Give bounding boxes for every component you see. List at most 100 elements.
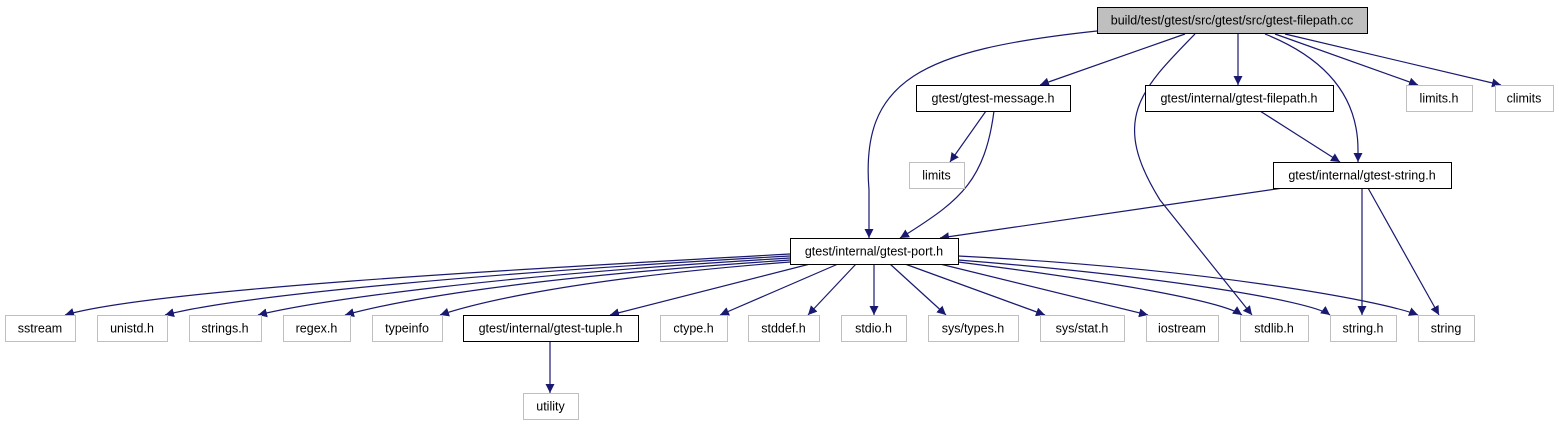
node-box-tuple xyxy=(463,315,639,342)
nodes-layer: build/test/gtest/src/gtest/src/gtest-fil… xyxy=(5,7,1554,420)
node-filepath[interactable]: gtest/internal/gtest-filepath.h xyxy=(1145,85,1334,112)
node-label-message: gtest/gtest-message.h xyxy=(932,92,1055,106)
node-label-string_h: string.h xyxy=(1343,322,1384,336)
node-label-sysstat: sys/stat.h xyxy=(1056,322,1109,336)
node-box-root xyxy=(1097,7,1368,34)
edge-string_hdr-to-string xyxy=(1367,187,1440,316)
node-string_hdr[interactable]: gtest/internal/gtest-string.h xyxy=(1273,162,1452,189)
edge-root-to-port xyxy=(864,30,1098,238)
node-label-string_hdr: gtest/internal/gtest-string.h xyxy=(1288,169,1435,183)
edge-port-to-tuple xyxy=(609,263,811,318)
node-box-sstream xyxy=(5,315,76,342)
node-label-limits: limits xyxy=(922,169,950,183)
edge-port-to-iostream xyxy=(939,263,1149,318)
edge-root-to-limits_h xyxy=(1274,33,1419,87)
edge-port-to-sstream xyxy=(64,253,791,317)
node-box-unistd xyxy=(97,315,168,342)
edge-port-to-unistd xyxy=(164,255,791,318)
node-box-stdio xyxy=(841,315,907,342)
node-box-string_hdr xyxy=(1273,162,1452,189)
node-stddef: stddef.h xyxy=(748,315,820,342)
node-label-root: build/test/gtest/src/gtest/src/gtest-fil… xyxy=(1111,14,1353,28)
node-root[interactable]: build/test/gtest/src/gtest/src/gtest-fil… xyxy=(1097,7,1368,34)
node-label-stdlib: stdlib.h xyxy=(1254,322,1294,336)
node-label-typeinfo: typeinfo xyxy=(385,322,429,336)
node-utility: utility xyxy=(523,393,579,420)
edge-root-to-message xyxy=(1039,33,1186,87)
node-label-climits: climits xyxy=(1507,92,1542,106)
node-box-limits xyxy=(909,162,965,189)
node-limits_h: limits.h xyxy=(1406,85,1473,112)
edge-port-to-stddef xyxy=(807,263,857,316)
node-systypes: sys/types.h xyxy=(928,315,1019,342)
edge-port-to-string_h xyxy=(957,259,1331,316)
node-label-stdio: stdio.h xyxy=(855,322,892,336)
node-label-limits_h: limits.h xyxy=(1420,92,1459,106)
node-box-filepath xyxy=(1145,85,1334,112)
node-strings_h: strings.h xyxy=(189,315,262,342)
node-string: string xyxy=(1418,315,1475,342)
edge-message-to-port xyxy=(899,110,995,239)
node-typeinfo: typeinfo xyxy=(372,315,443,342)
node-stdio: stdio.h xyxy=(841,315,907,342)
node-stdlib: stdlib.h xyxy=(1240,315,1309,342)
node-box-iostream xyxy=(1146,315,1219,342)
edge-port-to-strings_h xyxy=(257,257,791,318)
node-message[interactable]: gtest/gtest-message.h xyxy=(916,85,1071,112)
node-label-iostream: iostream xyxy=(1158,322,1206,336)
edges-layer xyxy=(64,30,1502,393)
edge-string_hdr-to-port xyxy=(939,187,1284,242)
node-port[interactable]: gtest/internal/gtest-port.h xyxy=(790,238,959,265)
node-string_h: string.h xyxy=(1330,315,1397,342)
node-box-stddef xyxy=(748,315,820,342)
node-label-string: string xyxy=(1431,322,1462,336)
node-label-sstream: sstream xyxy=(18,322,62,336)
edge-port-to-typeinfo xyxy=(439,261,791,317)
node-label-regex: regex.h xyxy=(296,322,338,336)
edge-port-to-ctype xyxy=(719,263,839,316)
node-box-limits_h xyxy=(1406,85,1473,112)
node-label-filepath: gtest/internal/gtest-filepath.h xyxy=(1160,92,1317,106)
node-box-string xyxy=(1418,315,1475,342)
node-label-port: gtest/internal/gtest-port.h xyxy=(805,245,943,259)
edge-port-to-sysstat xyxy=(904,263,1046,317)
node-label-strings_h: strings.h xyxy=(201,322,248,336)
node-box-sysstat xyxy=(1040,315,1125,342)
node-label-utility: utility xyxy=(536,400,565,414)
edge-root-to-string_hdr xyxy=(1264,33,1363,162)
node-box-typeinfo xyxy=(372,315,443,342)
edge-port-to-string xyxy=(957,255,1419,316)
node-tuple[interactable]: gtest/internal/gtest-tuple.h xyxy=(463,315,639,342)
node-label-systypes: sys/types.h xyxy=(942,322,1005,336)
node-box-stdlib xyxy=(1240,315,1309,342)
edge-port-to-regex xyxy=(344,259,791,317)
node-regex: regex.h xyxy=(283,315,351,342)
edge-port-to-stdlib xyxy=(957,261,1243,316)
node-box-climits xyxy=(1495,85,1554,112)
node-box-ctype xyxy=(660,315,728,342)
node-ctype: ctype.h xyxy=(660,315,728,342)
edge-filepath-to-string_hdr xyxy=(1259,110,1341,163)
node-sstream: sstream xyxy=(5,315,76,342)
node-climits: climits xyxy=(1495,85,1554,112)
node-sysstat: sys/stat.h xyxy=(1040,315,1125,342)
node-box-string_h xyxy=(1330,315,1397,342)
edge-port-to-systypes xyxy=(889,263,947,316)
edge-root-to-climits xyxy=(1284,33,1502,88)
node-limits: limits xyxy=(909,162,965,189)
node-box-regex xyxy=(283,315,351,342)
node-box-utility xyxy=(523,393,579,420)
node-unistd: unistd.h xyxy=(97,315,168,342)
edge-message-to-limits xyxy=(949,110,987,163)
node-label-stddef: stddef.h xyxy=(761,322,806,336)
node-box-strings_h xyxy=(189,315,262,342)
node-label-unistd: unistd.h xyxy=(110,322,154,336)
node-label-tuple: gtest/internal/gtest-tuple.h xyxy=(479,322,623,336)
node-iostream: iostream xyxy=(1146,315,1219,342)
node-label-ctype: ctype.h xyxy=(673,322,713,336)
edge-root-to-stdlib xyxy=(1134,33,1253,316)
node-box-port xyxy=(790,238,959,265)
node-box-systypes xyxy=(928,315,1019,342)
node-box-message xyxy=(916,85,1071,112)
